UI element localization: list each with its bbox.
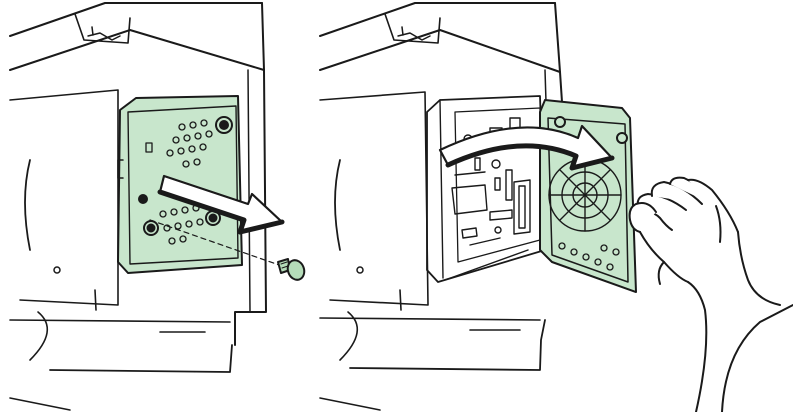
- printer-top-right: [319, 2, 561, 73]
- board-cover-open: [539, 99, 637, 293]
- hand-icon: [628, 176, 793, 412]
- panel-right-open-cover: [319, 2, 793, 412]
- fan-grill-icon: [548, 158, 622, 232]
- panel-left-remove-screw: [9, 2, 306, 411]
- screw-icon: [277, 258, 306, 281]
- board-bay: [426, 95, 546, 283]
- printer-body-right: [319, 69, 563, 411]
- vent-holes: [159, 119, 213, 245]
- direction-arrow-icon: [157, 174, 285, 235]
- printer-top-left: [9, 2, 265, 71]
- curved-arrow-icon: [438, 124, 615, 171]
- screw-guide-line: [149, 219, 283, 267]
- cover-edge-holes: [558, 242, 620, 271]
